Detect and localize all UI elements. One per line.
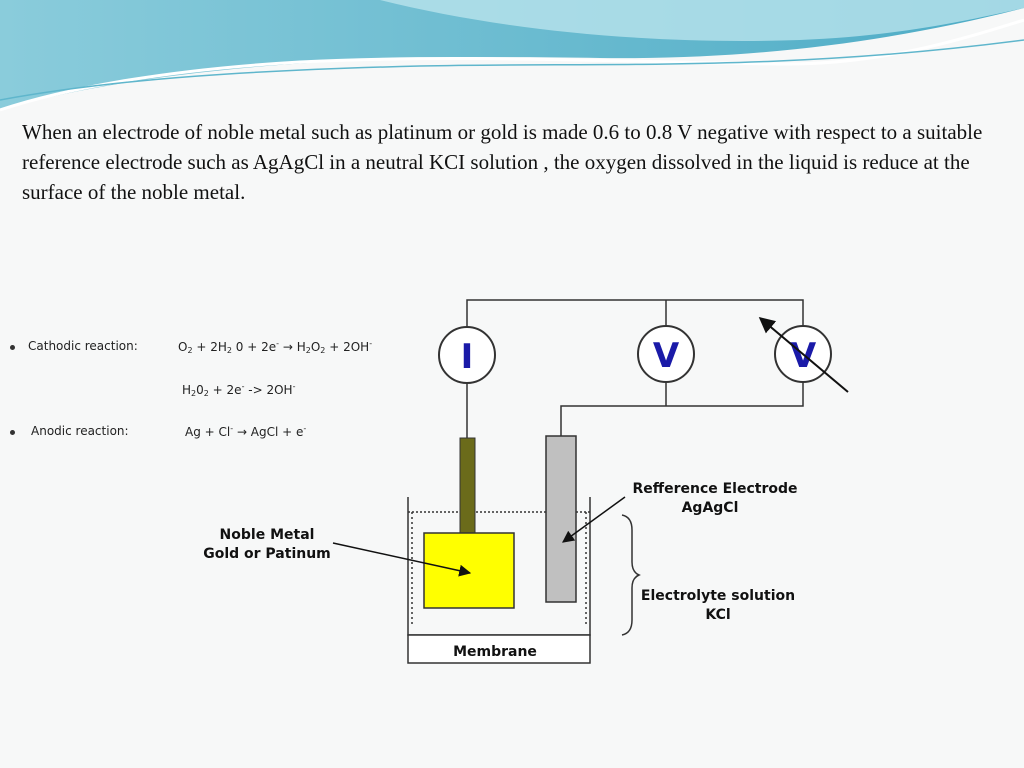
cathodic-reaction-label: Cathodic reaction: [28,339,138,353]
svg-text:V: V [653,336,680,376]
membrane-box [407,634,591,664]
reference-electrode-arrow [562,496,626,543]
svg-text:Refference Electrode: Refference Electrode [632,481,797,497]
bullet-cathodic [10,345,15,350]
svg-text:V: V [790,336,817,376]
electrode-rod [459,437,476,534]
svg-text:Noble Metal: Noble Metal [220,527,315,543]
wire-top [466,299,804,330]
svg-text:I: I [461,337,474,377]
wire-return [560,381,804,436]
svg-text:KCl: KCl [705,607,730,623]
svg-text:Membrane: Membrane [453,644,537,660]
current-meter: I [438,326,496,384]
anodic-reaction-label: Anodic reaction: [31,424,129,438]
electrolyte-brace [621,514,641,636]
noble-metal-arrow [332,542,472,577]
bullet-anodic [10,430,15,435]
intro-paragraph: When an electrode of noble metal such as… [22,120,983,204]
cathodic-equation: O2 + 2H2 0 + 2e- → H2O2 + 2OH- [178,339,373,355]
svg-text:Gold or Patinum: Gold or Patinum [203,546,331,562]
reference-electrode [545,435,577,603]
voltmeter-adjustable: V [758,316,849,393]
header-wave-decoration [0,0,1024,112]
svg-text:AgAgCl: AgAgCl [682,500,739,516]
anodic-equation: Ag + Cl- → AgCl + e- [185,424,307,439]
voltmeter-1: V [637,325,695,383]
adjustable-arrow-icon [758,316,849,393]
peroxide-equation: H202 + 2e- -> 2OH- [182,382,296,398]
noble-metal-electrode [423,532,515,609]
svg-text:Electrolyte solution: Electrolyte solution [641,588,795,604]
